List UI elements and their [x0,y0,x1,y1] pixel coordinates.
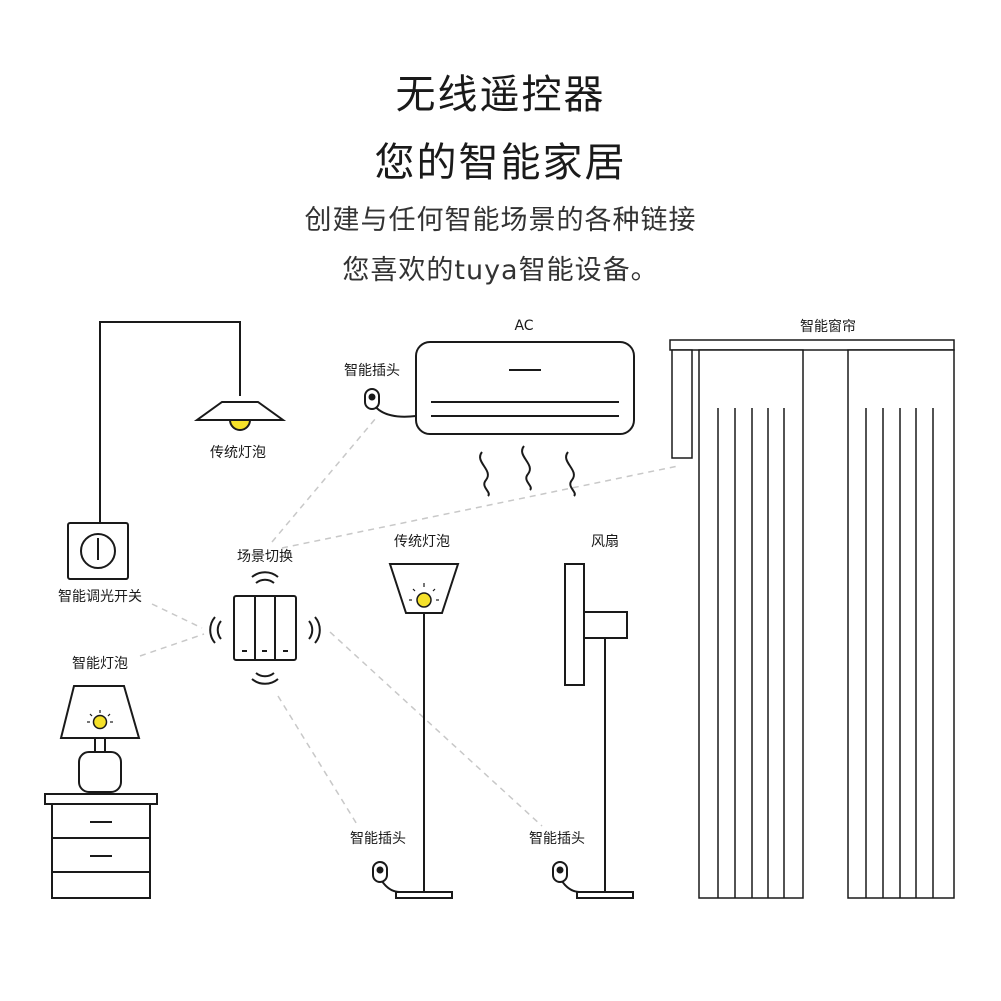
link-to-curtain [281,465,679,549]
table-lamp-base [78,751,122,793]
curtain-panel-right [847,349,955,899]
plug-left-icon [372,861,388,883]
dimmer-switch [67,522,129,580]
pendant-shade [193,401,287,421]
table-lamp-bulb-icon [92,714,108,730]
label-fan: 风扇 [591,534,619,550]
link-to-plug-left [277,695,359,827]
scene-switch[interactable] [233,595,297,661]
airflow-waves-icon [479,445,576,497]
label-ac: AC [514,318,533,334]
table-lamp [44,685,158,899]
smart-curtain [669,339,955,899]
air-conditioner [371,341,635,435]
floor-lamp-shade [388,563,460,614]
label-plug-left: 智能插头 [350,831,406,847]
floor-lamp-base [395,891,453,899]
curtain-panel-left [698,349,804,899]
floor-lamp-rays [409,583,439,601]
wireless-signal-icon [209,571,321,685]
fan-base [576,891,634,899]
link-to-dimmer [151,603,203,629]
nightstand-top [44,793,158,805]
ac-body [415,341,635,435]
wireless-links [139,417,679,827]
subtitle-line-1: 创建与任何智能场景的各种链接 [304,205,697,236]
scene-switch-plate[interactable] [233,595,297,661]
ceiling-lamp [99,321,287,528]
label-scene-switch: 场景切换 [237,548,293,565]
label-plug-right: 智能插头 [529,831,585,847]
plug-right-icon [552,861,568,883]
title-line-1: 无线遥控器 [395,72,606,118]
curtain-folds [717,408,934,898]
stand-fan [559,563,634,899]
label-floor-lamp: 传统灯泡 [394,534,450,550]
curtain-rail [669,339,955,351]
table-lamp-rays [87,710,113,723]
label-smart-bulb: 智能灯泡 [72,656,128,672]
curtain-motor [671,349,693,459]
subtitle-line-2: 您喜欢的tuya智能设备。 [342,255,659,286]
nightstand-body [51,803,151,899]
label-ac-plug: 智能插头 [344,363,400,379]
link-to-ac-plug [271,417,377,543]
label-ceiling-bulb: 传统灯泡 [210,445,266,461]
title-line-2: 您的智能家居 [374,140,627,186]
floor-lamp [379,563,460,899]
fan-motor [583,611,628,639]
ceiling-wire [99,321,241,528]
label-curtain: 智能窗帘 [800,318,856,335]
link-to-plug-right [329,631,543,827]
link-to-smart-bulb [139,633,205,657]
table-lamp-neck [94,737,106,753]
label-dimmer-switch: 智能调光开关 [58,589,142,605]
floor-lamp-bulb-icon [416,592,432,608]
fan-head [564,563,585,686]
ac-plug-icon [364,388,380,410]
pendant-bulb-icon [228,419,252,431]
